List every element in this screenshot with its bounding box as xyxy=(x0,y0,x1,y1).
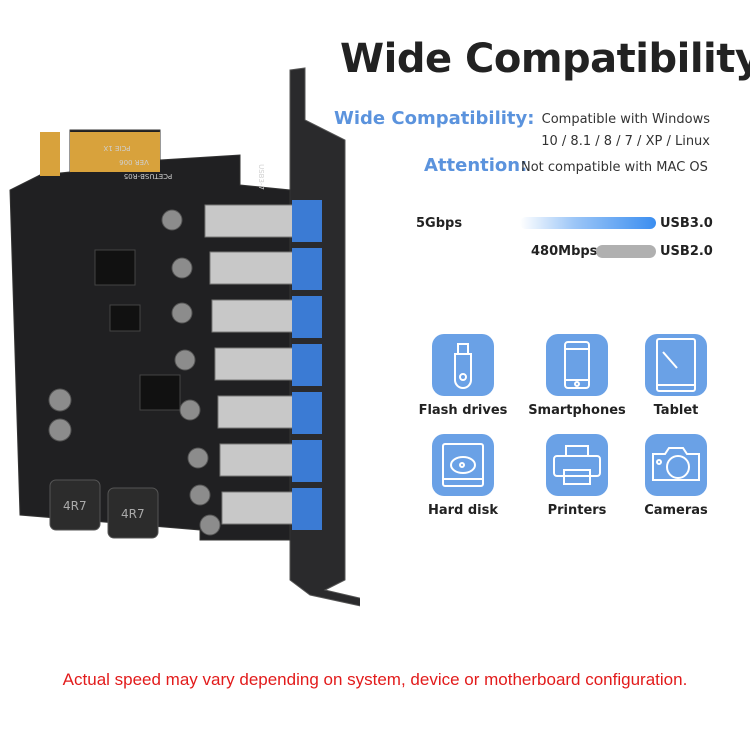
compatibility-text-1: Compatible with Windows xyxy=(541,112,710,127)
usb2-speed-bar xyxy=(596,245,656,258)
smartphone-icon xyxy=(546,334,608,396)
controller-chip xyxy=(94,249,136,286)
usb3-speed: 5Gbps xyxy=(416,216,463,231)
board-marking-version: VER 006 xyxy=(119,158,149,166)
capacitors xyxy=(48,209,221,536)
usb2-label: USB2.0 xyxy=(660,244,713,259)
inductor-marking: 4R7 xyxy=(63,499,87,513)
device-label: Printers xyxy=(547,503,607,518)
usb-connectors xyxy=(204,204,296,525)
device-label: Hard disk xyxy=(427,503,499,518)
printer-icon xyxy=(546,434,608,496)
attention-label: Attention: xyxy=(424,155,528,176)
hub-chip xyxy=(139,374,181,411)
device-label: Flash drives xyxy=(418,403,508,418)
tablet-icon xyxy=(645,334,707,396)
compatibility-label: Wide Compatibility: xyxy=(334,108,535,129)
inductor xyxy=(107,487,159,539)
gold-fingers xyxy=(40,132,160,176)
device-label: Smartphones xyxy=(528,403,626,418)
usb2-speed: 480Mbps xyxy=(531,244,598,259)
usb3-label: USB3.0 xyxy=(660,216,713,231)
hard-disk-icon xyxy=(432,434,494,496)
attention-text: Not compatible with MAC OS xyxy=(521,160,708,175)
board-marking-model: PCETUSB-R05 xyxy=(124,172,172,180)
small-chip xyxy=(109,304,141,332)
usb3-ports xyxy=(292,200,322,530)
inductor xyxy=(49,479,101,531)
usb3-speed-bar xyxy=(520,217,656,229)
camera-icon xyxy=(645,434,707,496)
device-label: Cameras xyxy=(644,503,708,518)
inductor-marking: 4R7 xyxy=(121,507,145,521)
pcie-usb-card-image: PCIE 1X VER 006 PCETUSB-R05 USB3-7 4R7 4… xyxy=(9,67,360,607)
speed-disclaimer: Actual speed may vary depending on syste… xyxy=(62,670,688,689)
usb-flash-drive-icon xyxy=(432,334,494,396)
pcb-board xyxy=(9,129,291,541)
board-marking-pcie: PCIE 1X xyxy=(103,144,130,152)
board-marking-usb3-7: USB3-7 xyxy=(257,164,265,190)
page-title: Wide Compatibility xyxy=(340,36,750,82)
device-label: Tablet xyxy=(653,403,699,418)
compatibility-text-2: 10 / 8.1 / 8 / 7 / XP / Linux xyxy=(541,134,710,149)
